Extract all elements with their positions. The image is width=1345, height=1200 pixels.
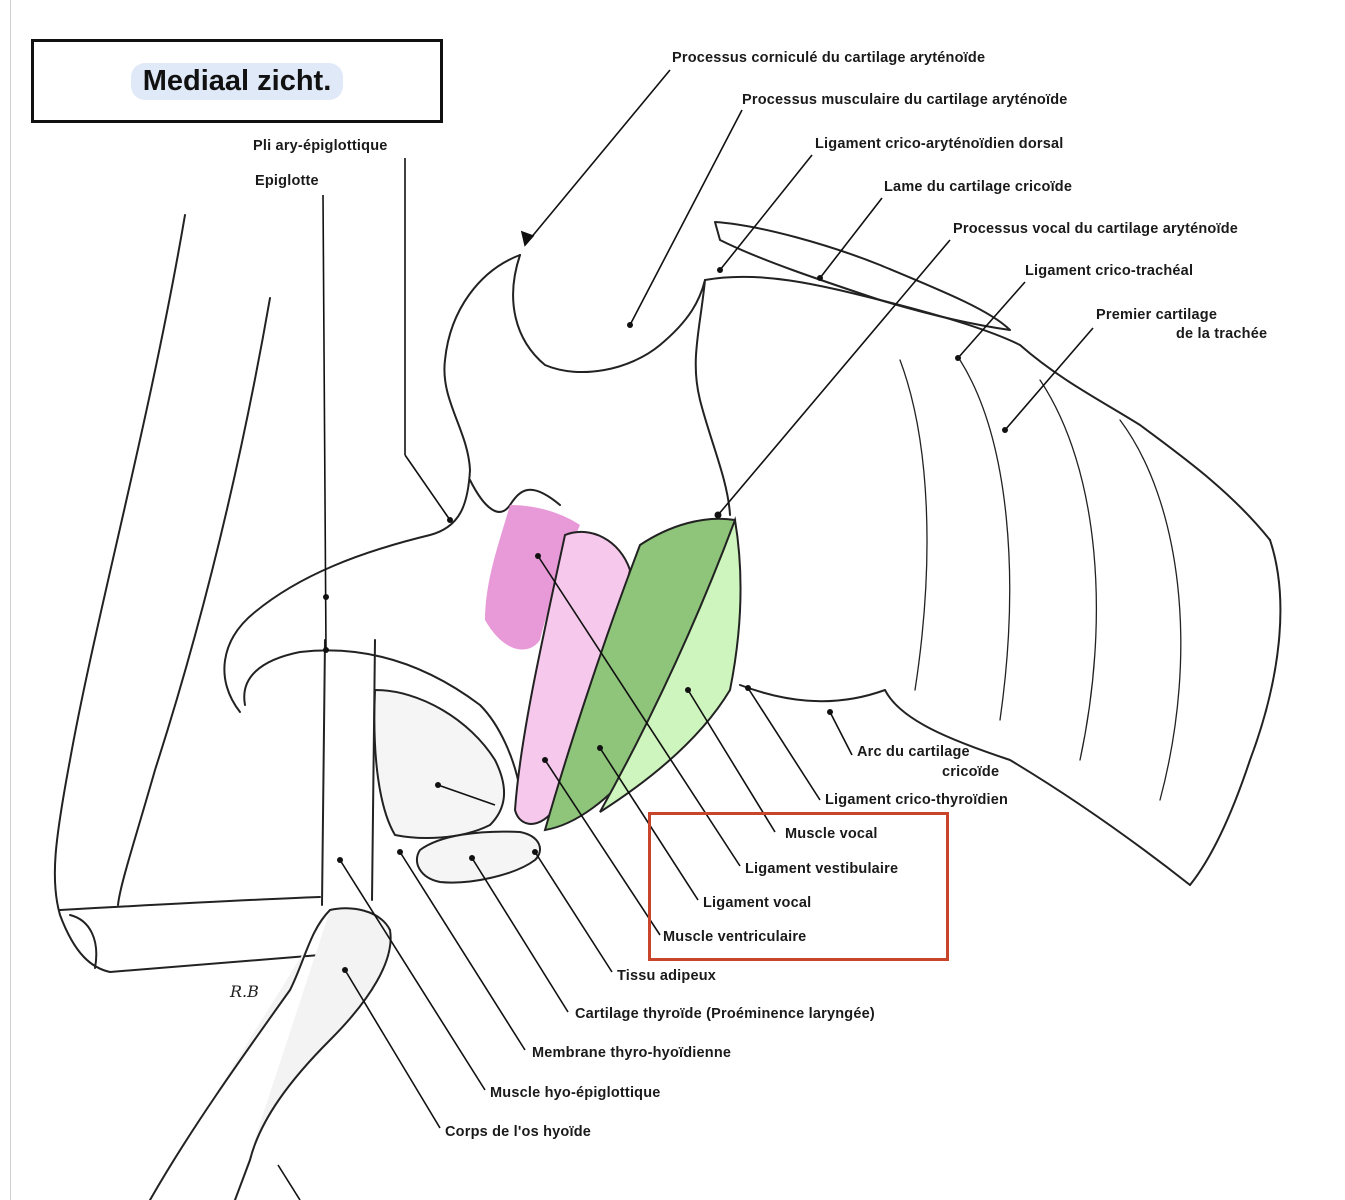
label-muscle-hyo-epiglottique: Muscle hyo-épiglottique [490,1085,661,1101]
label-arc-cricoide-line2: cricoïde [942,764,1000,780]
label-processus-vocal: Processus vocal du cartilage aryténoïde [953,221,1239,237]
chin-band [59,896,321,969]
neck-inner-outline [117,297,271,906]
hyoid-bone [149,907,392,1200]
ventricular-muscle-region [485,505,580,650]
vocal-muscle-region [599,516,742,813]
cricoid-body [704,275,1271,541]
label-ligament-crico-tracheal: Ligament crico-trachéal [1025,263,1194,279]
label-processus-cornicule: Processus corniculé du cartilage aryténo… [672,50,986,66]
label-cartilage-thyroide: Cartilage thyroïde (Proéminence laryngée… [575,1006,875,1022]
artist-signature: R.B [230,982,259,1001]
title-box: Mediaal zicht. [31,39,443,123]
label-lame-cricoide: Lame du cartilage cricoïde [884,179,1073,195]
arytenoid-outline [512,254,731,516]
label-premier-cartilage-line2: de la trachée [1176,326,1268,342]
label-pli-ary-epiglottique: Pli ary-épiglottique [253,138,388,154]
label-corps-os-hyoide: Corps de l'os hyoïde [445,1124,592,1140]
trachea-ring-4 [899,359,928,691]
highlight-box [648,812,949,961]
diagram-title: Mediaal zicht. [130,62,344,100]
label-ligament-crico-arytenoidien: Ligament crico-aryténoïdien dorsal [815,136,1064,152]
label-membrane-thyro-hyoidienne: Membrane thyro-hyoïdienne [532,1045,732,1061]
trachea-outline [1189,539,1282,886]
label-tissu-adipeux: Tissu adipeux [617,968,717,984]
cricoid-lamina [714,221,1011,331]
thyroid-cartilage-tip [415,830,541,884]
epiglottis-inner [243,649,521,791]
page-border [10,0,11,1200]
label-ligament-vestibulaire: Ligament vestibulaire [745,861,899,877]
label-muscle-vocal: Muscle vocal [785,826,878,842]
epiglottis-outline [223,254,521,713]
leader-lines [277,69,1094,1200]
trachea-ring-2 [1039,379,1097,761]
label-premier-cartilage: Premier cartilage [1096,307,1218,323]
label-muscle-ventriculaire: Muscle ventriculaire [663,929,807,945]
label-processus-musculaire: Processus musculaire du cartilage arytén… [742,92,1068,108]
label-arc-cricoide: Arc du cartilage [857,744,970,760]
trachea-ring-3 [959,359,1011,721]
label-epiglotte: Epiglotte [255,173,319,189]
epiglottis-stem [321,639,376,906]
neck-outline [53,214,321,973]
label-ligament-vocal: Ligament vocal [703,895,812,911]
thyroid-fat-pad [373,689,506,839]
label-ligament-crico-thyroidien: Ligament crico-thyroïdien [825,792,1009,808]
leader-dots [323,267,1008,973]
cricoid-arch [739,684,1191,886]
trachea-ring-1 [1119,419,1182,801]
